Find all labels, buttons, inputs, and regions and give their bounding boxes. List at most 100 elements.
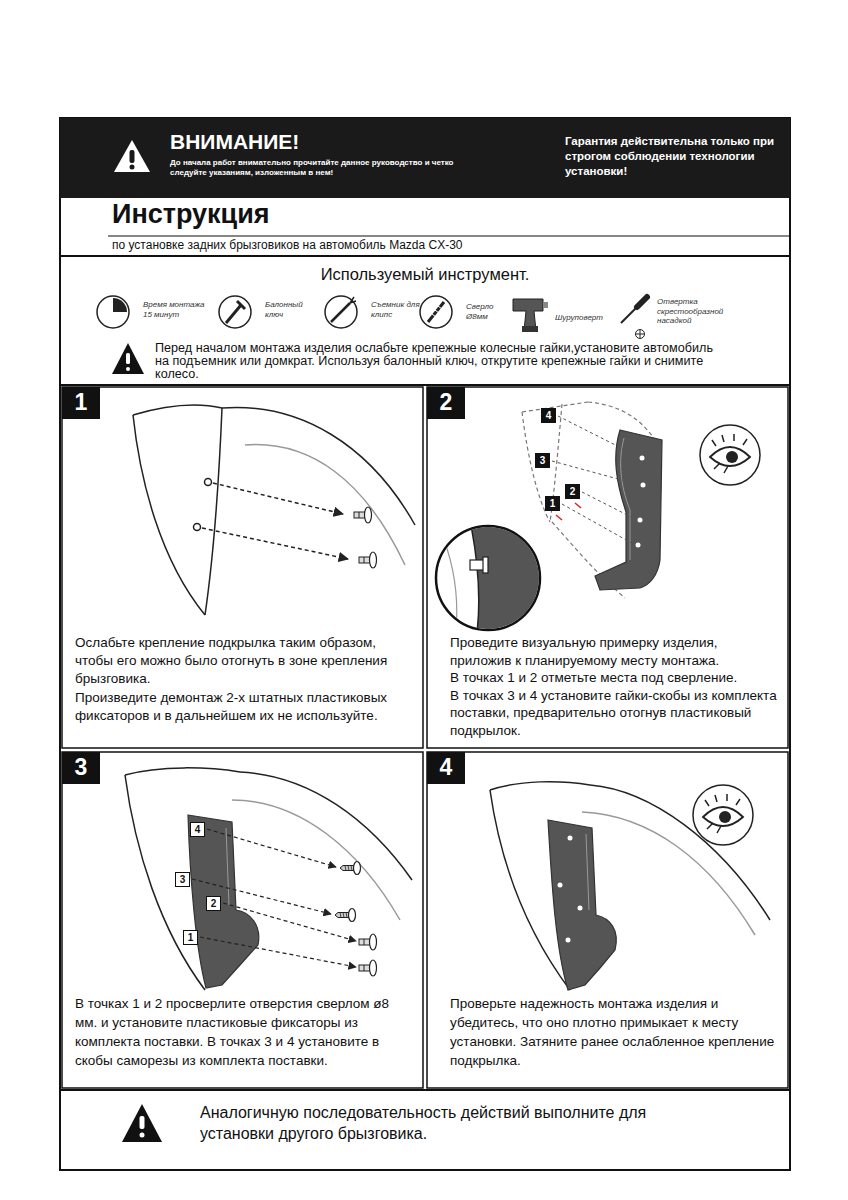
mudguard [586,834,589,910]
callout-number: 2 [206,896,221,911]
step-number: 3 [75,754,88,782]
magnifier-detail [470,520,479,640]
magnifier-detail [470,560,484,570]
page-frame [60,255,790,257]
mudguard [558,883,563,888]
plastic-clip [359,552,377,568]
closing-text: Аналогичную последовательность действий … [200,1103,680,1145]
guarantee-note: Гарантия действительна только при строго… [565,134,780,179]
fender-illustration [205,408,222,615]
magnifier-detail [483,557,488,573]
step-number-badge: 3 [62,752,100,784]
callout-number: 4 [541,408,556,423]
warning-icon [114,140,150,172]
fender-illustration [133,405,415,615]
callout-number: 4 [190,822,205,837]
callout-number: 4 [546,410,552,422]
wrench-icon [226,305,241,323]
warning-icon [130,165,135,170]
plastic-clip [354,507,372,523]
warning-icon [122,1104,162,1142]
callout-number: 3 [175,872,190,887]
fender-illustration [222,407,415,525]
wrench-icon [237,301,245,309]
mudguard [568,836,573,841]
page-frame [60,118,790,1170]
callout-number: 3 [540,455,546,467]
tool-caption: Балонный ключ [265,300,310,319]
marking-stroke [575,503,581,508]
step-frames [427,752,788,1088]
mudguard [578,906,583,911]
step-frames [427,387,788,748]
warning-icon [112,343,144,374]
drill-icon [522,326,538,332]
eye-icon [700,425,760,485]
callout-number: 4 [195,824,201,836]
clip-remover-icon [331,303,350,322]
drill-bit-icon [420,296,452,328]
step-number: 1 [75,389,88,417]
leader-line [558,416,639,457]
step-number: 2 [440,389,453,417]
warning-icon [130,150,135,163]
fender-illustration [240,772,412,880]
mudguard [636,543,641,548]
leader-line [192,879,331,914]
warning-icon [122,1104,162,1142]
section-heading: Используемый инструмент. [60,265,790,285]
leader-line [582,492,637,520]
fender-illustration [133,405,222,415]
warning-icon [140,1116,145,1129]
warning-icon [140,1133,145,1138]
mudguard [226,828,229,905]
fender-illustration [245,445,405,565]
fender-illustration [590,785,770,920]
screwdriver-icon [621,297,647,339]
drill-bit-icon [420,296,452,328]
step-text: Произведите демонтаж 2-х штатных пластик… [75,689,410,725]
fender-illustration [133,415,205,615]
drill-icon [513,299,543,331]
step-number-badge: 1 [62,387,100,419]
callout-number: 1 [188,932,194,944]
leader-line [200,937,356,967]
title-rule [108,235,790,236]
warning-icon [126,367,130,371]
step-frames [62,387,423,748]
tool-caption: Шуруповерт [555,313,617,323]
drill-bit-icon [432,306,442,317]
warning-icon [126,353,130,364]
callout-number: 3 [180,874,186,886]
page-frame [60,384,790,386]
step-panel: Проведите визуальную примерку изделия, п… [427,387,788,748]
step-text: В точках 3 и 4 установите гайки-скобы из… [450,687,780,740]
leader-line [207,829,336,867]
magnifier-detail [436,520,540,640]
callout-number: 1 [183,930,198,945]
step-text: Проведите визуальную примерку изделия, п… [450,634,780,669]
clip-remover-icon [325,296,357,328]
screw [340,862,361,875]
warning-icon [112,343,144,374]
step-panel: Ослабьте крепление подкрылка таким образ… [62,387,423,748]
page-title: Инструкция [112,200,712,230]
clock-icon [113,298,127,312]
plastic-clip [359,960,377,976]
mudguard [641,483,646,488]
mudguard [548,820,616,990]
fender-illustration [213,483,343,514]
header-background [60,118,790,198]
tool-caption: Сверло Ø8мм [466,302,506,321]
drill-bit-icon [428,302,444,322]
step-text: В точках 1 и 2 отметьте места под сверле… [450,669,780,687]
magnifier-detail [440,530,457,640]
step-number-badge: 2 [427,387,465,419]
title-block: Инструкцияпо установке задних брызговико… [60,198,790,256]
screw [335,909,356,922]
eye-icon [693,785,753,845]
magnifier-detail [470,520,540,640]
step-panel: Проверьте надежность монтажа изделия и у… [427,752,788,1088]
clock-icon [97,296,129,328]
leader-line [562,504,635,545]
